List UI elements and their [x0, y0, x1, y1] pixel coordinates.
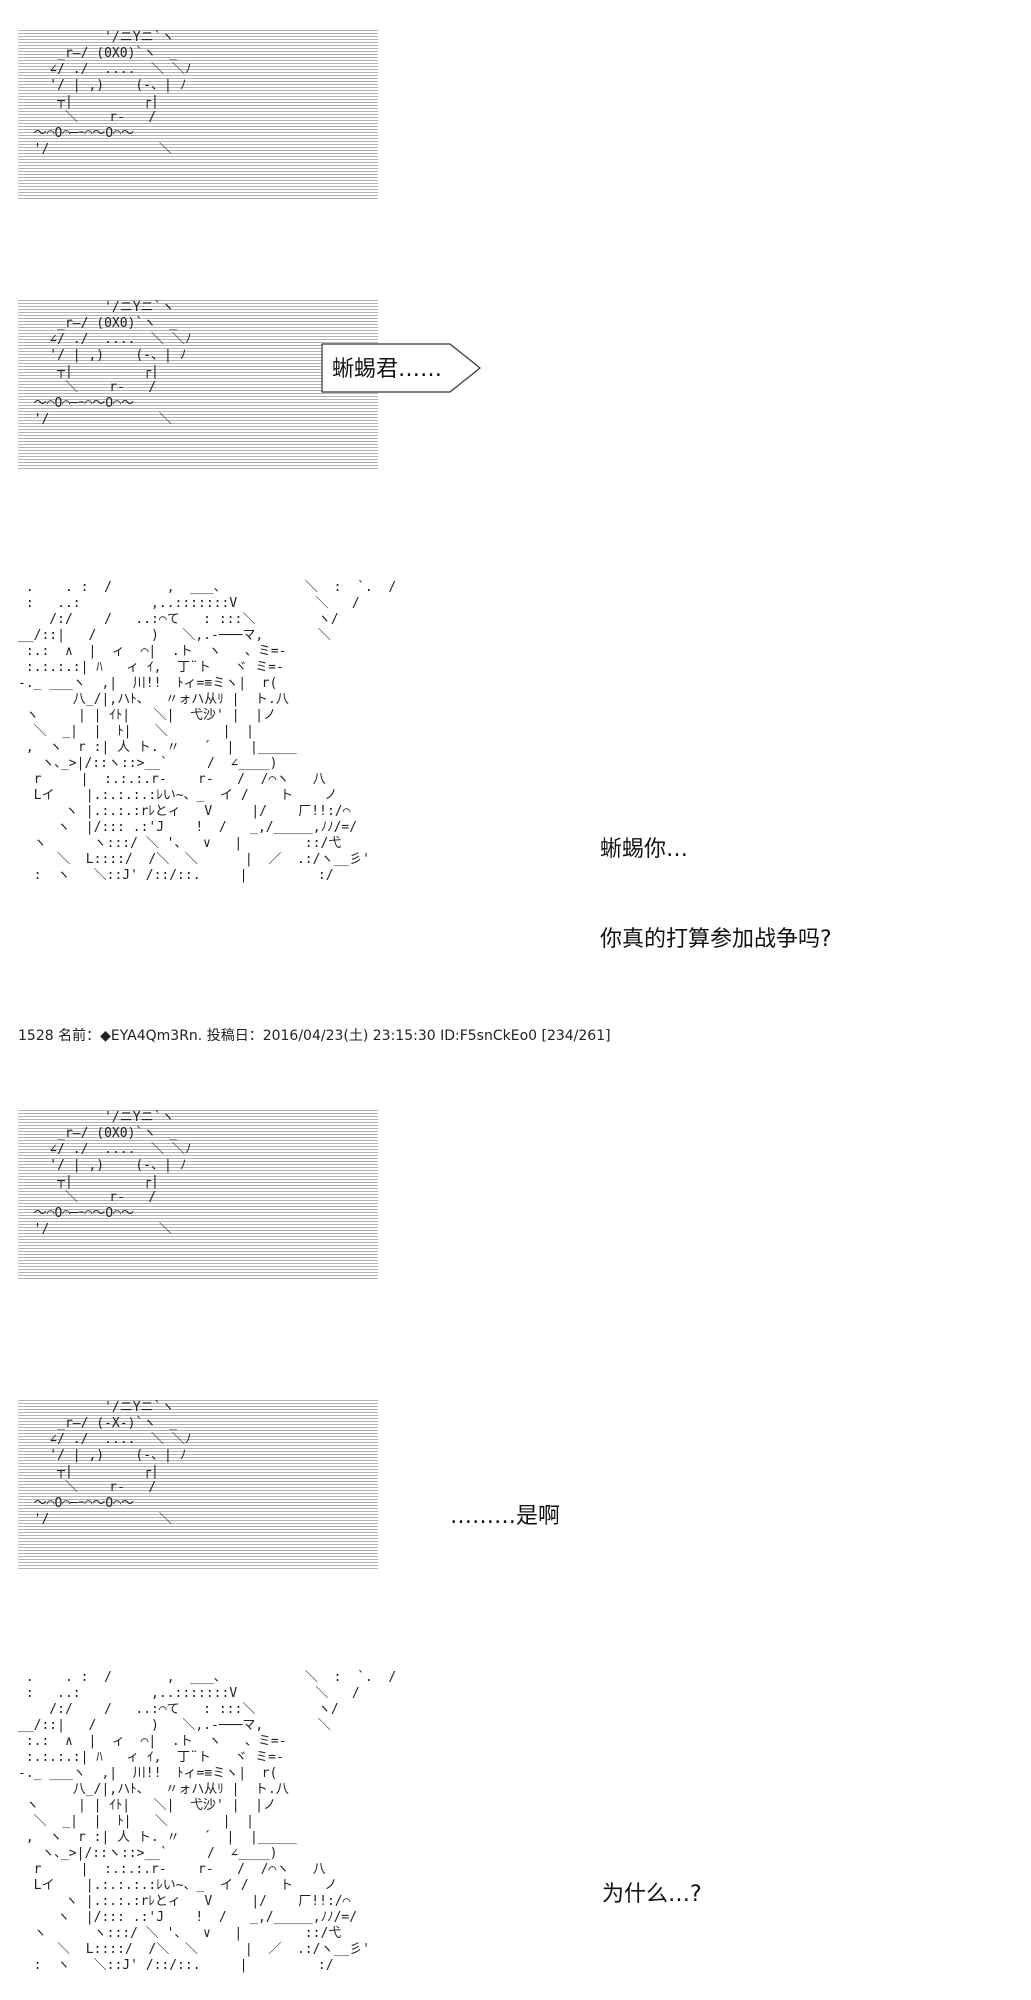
ascii-face: '/ニYニ`ヽ _r―/ (0X0)`ヽ _ ∠/ ./ .... ＼ ＼ﾉ '… [33, 300, 192, 427]
ascii-face: '/ニYニ`ヽ _r―/ (0X0)`ヽ _ ∠/ ./ .... ＼ ＼ﾉ '… [33, 30, 192, 157]
speech-line-1: 蜥蜴君…… [332, 357, 443, 382]
speech-line-3: ………是啊 [450, 1504, 561, 1529]
ascii-face: '/ニYニ`ヽ _r―/ (0X0)`ヽ _ ∠/ ./ .... ＼ ＼ﾉ '… [33, 1110, 192, 1237]
ascii-face: '/ニYニ`ヽ _r―/ (-X-)`ヽ _ ∠/ ./ .... ＼ ＼ﾉ '… [33, 1400, 192, 1527]
speech-bubble-shape [321, 343, 481, 393]
speech-line-2b: 你真的打算参加战争吗? [600, 927, 832, 952]
post-meta: 1528 名前：◆EYA4Qm3Rn. 投稿日：2016/04/23(土) 23… [18, 1028, 611, 1044]
ascii-figure: . . : / , ___、 ＼ : `. / : ..: ,..:::::::… [18, 1670, 397, 1973]
speech-bubble: 蜥蜴君…… [320, 340, 490, 396]
speech-line-2: 蜥蜴你… 你真的打算参加战争吗? [600, 775, 832, 985]
ascii-figure: . . : / , ___、 ＼ : `. / : ..: ,..:::::::… [18, 580, 397, 883]
speech-line-4: 为什么…? [602, 1882, 702, 1907]
speech-line-2a: 蜥蜴你… [600, 837, 689, 862]
